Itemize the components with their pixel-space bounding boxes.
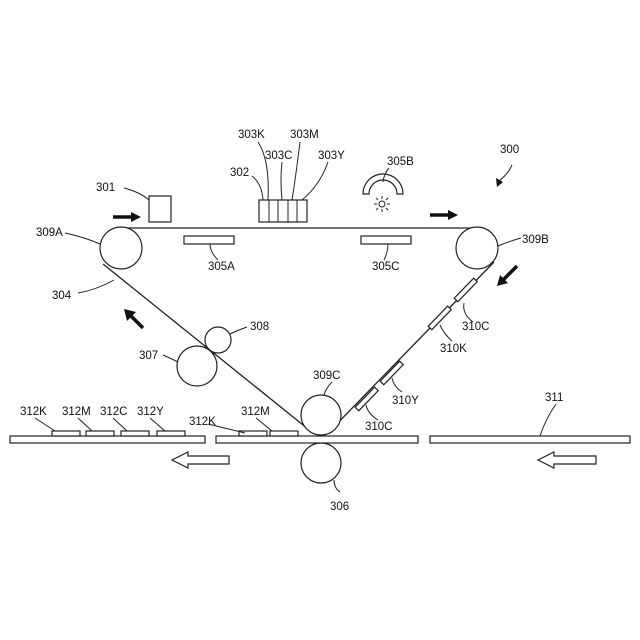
label-312m-left: 312M — [62, 406, 91, 418]
label-310c-upper: 310C — [462, 321, 490, 333]
pad-310y — [380, 361, 403, 385]
label-307: 307 — [139, 350, 158, 362]
label-312k-left: 312K — [20, 406, 47, 418]
heater-305c — [361, 236, 411, 244]
label-303c: 303C — [265, 150, 293, 162]
label-303k: 303K — [238, 129, 265, 141]
arrow-right-top-left-icon — [113, 212, 141, 222]
label-303y: 303Y — [318, 150, 345, 162]
label-302: 302 — [230, 167, 249, 179]
label-306: 306 — [330, 501, 349, 513]
medium-left — [10, 436, 205, 443]
image-312m-mid — [270, 431, 298, 436]
image-312k-mid — [239, 431, 267, 436]
medium-middle — [216, 436, 418, 443]
image-312y-left — [157, 431, 185, 436]
print-head-302 — [259, 200, 307, 222]
label-312k-mid: 312K — [189, 416, 216, 428]
medium-311 — [430, 436, 630, 443]
label-309c: 309C — [313, 370, 341, 382]
label-310y: 310Y — [392, 395, 419, 407]
label-310k: 310K — [440, 343, 467, 355]
roller-309c — [301, 395, 341, 435]
label-312m-mid: 312M — [241, 406, 270, 418]
label-301: 301 — [96, 182, 115, 194]
system-arrow-icon — [496, 165, 512, 187]
label-304: 304 — [52, 290, 72, 302]
roller-307 — [177, 346, 217, 386]
image-312c-left — [121, 431, 149, 436]
roller-306 — [301, 443, 341, 483]
unit-301 — [149, 196, 171, 222]
label-305a: 305A — [208, 261, 235, 273]
label-312c-left: 312C — [100, 406, 128, 418]
heater-305a — [184, 236, 234, 244]
pad-310k — [428, 306, 451, 330]
label-309b: 309B — [522, 234, 549, 246]
label-303m: 303M — [290, 129, 319, 141]
image-312k-left — [52, 431, 80, 436]
pad-310c-upper — [454, 278, 477, 302]
arrow-right-top-right-icon — [430, 210, 458, 220]
roller-308 — [205, 327, 231, 353]
label-309a: 309A — [36, 227, 63, 239]
roller-309b — [456, 227, 498, 269]
label-305b: 305B — [387, 156, 414, 168]
label-305c: 305C — [372, 261, 400, 273]
hollow-arrow-left-right-icon — [538, 452, 596, 468]
label-312y-left: 312Y — [137, 406, 164, 418]
belt-304 — [103, 228, 494, 433]
image-312m-left — [86, 431, 114, 436]
hollow-arrow-left-mid-icon — [172, 452, 229, 468]
roller-309a — [100, 227, 142, 269]
arrow-down-left-icon — [497, 266, 517, 286]
arrow-up-left-icon — [124, 309, 143, 328]
label-311: 311 — [545, 392, 563, 404]
label-308: 308 — [250, 321, 269, 333]
label-310c-lower: 310C — [365, 421, 393, 433]
label-300: 300 — [500, 144, 519, 156]
